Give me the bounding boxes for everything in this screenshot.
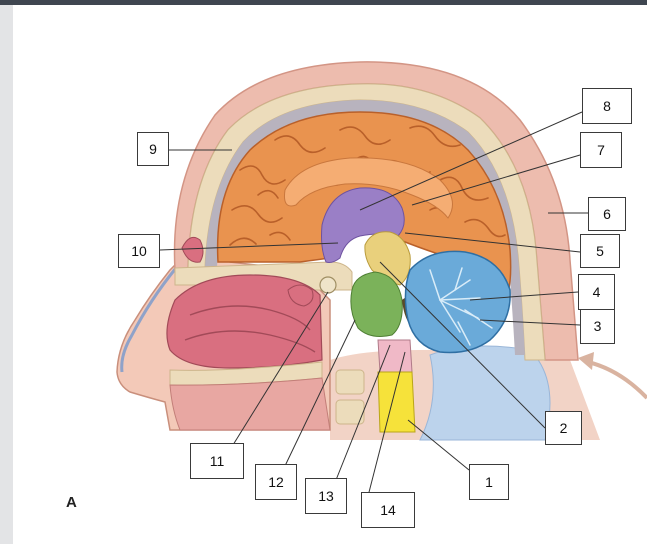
oral-cavity bbox=[169, 377, 331, 431]
medulla-oblongata bbox=[377, 339, 413, 373]
label-box-14: 14 bbox=[361, 492, 415, 528]
label-box-4: 4 bbox=[578, 274, 615, 310]
direction-arrow bbox=[587, 360, 647, 400]
label-box-2: 2 bbox=[545, 411, 582, 445]
spinal-cord bbox=[377, 371, 416, 433]
cerebellum bbox=[404, 250, 511, 354]
label-box-7: 7 bbox=[580, 132, 622, 168]
direction-arrowhead bbox=[578, 352, 594, 370]
label-box-1: 1 bbox=[469, 464, 509, 500]
cervical-vertebrae bbox=[335, 369, 365, 425]
label-box-8: 8 bbox=[582, 88, 632, 124]
nasal-bridge-line bbox=[120, 267, 178, 373]
window-top-bar bbox=[0, 0, 647, 5]
nasal-conchae bbox=[184, 305, 316, 353]
label-box-6: 6 bbox=[588, 197, 626, 231]
leader-lines bbox=[159, 111, 588, 501]
sphenoid-sinus bbox=[287, 284, 314, 307]
label-box-13: 13 bbox=[305, 478, 347, 514]
corpus-callosum bbox=[284, 157, 453, 219]
label-box-9: 9 bbox=[137, 132, 169, 166]
label-box-3: 3 bbox=[580, 308, 615, 344]
label-box-12: 12 bbox=[255, 464, 297, 500]
label-box-11: 11 bbox=[190, 443, 244, 479]
label-box-10: 10 bbox=[118, 234, 160, 268]
arbor-vitae bbox=[429, 267, 493, 346]
panel-letter: A bbox=[66, 494, 77, 511]
pons bbox=[350, 271, 403, 337]
label-box-5: 5 bbox=[580, 234, 620, 268]
left-page-margin bbox=[0, 5, 13, 544]
pituitary-gland bbox=[319, 276, 337, 294]
frontal-sinus bbox=[181, 236, 204, 263]
